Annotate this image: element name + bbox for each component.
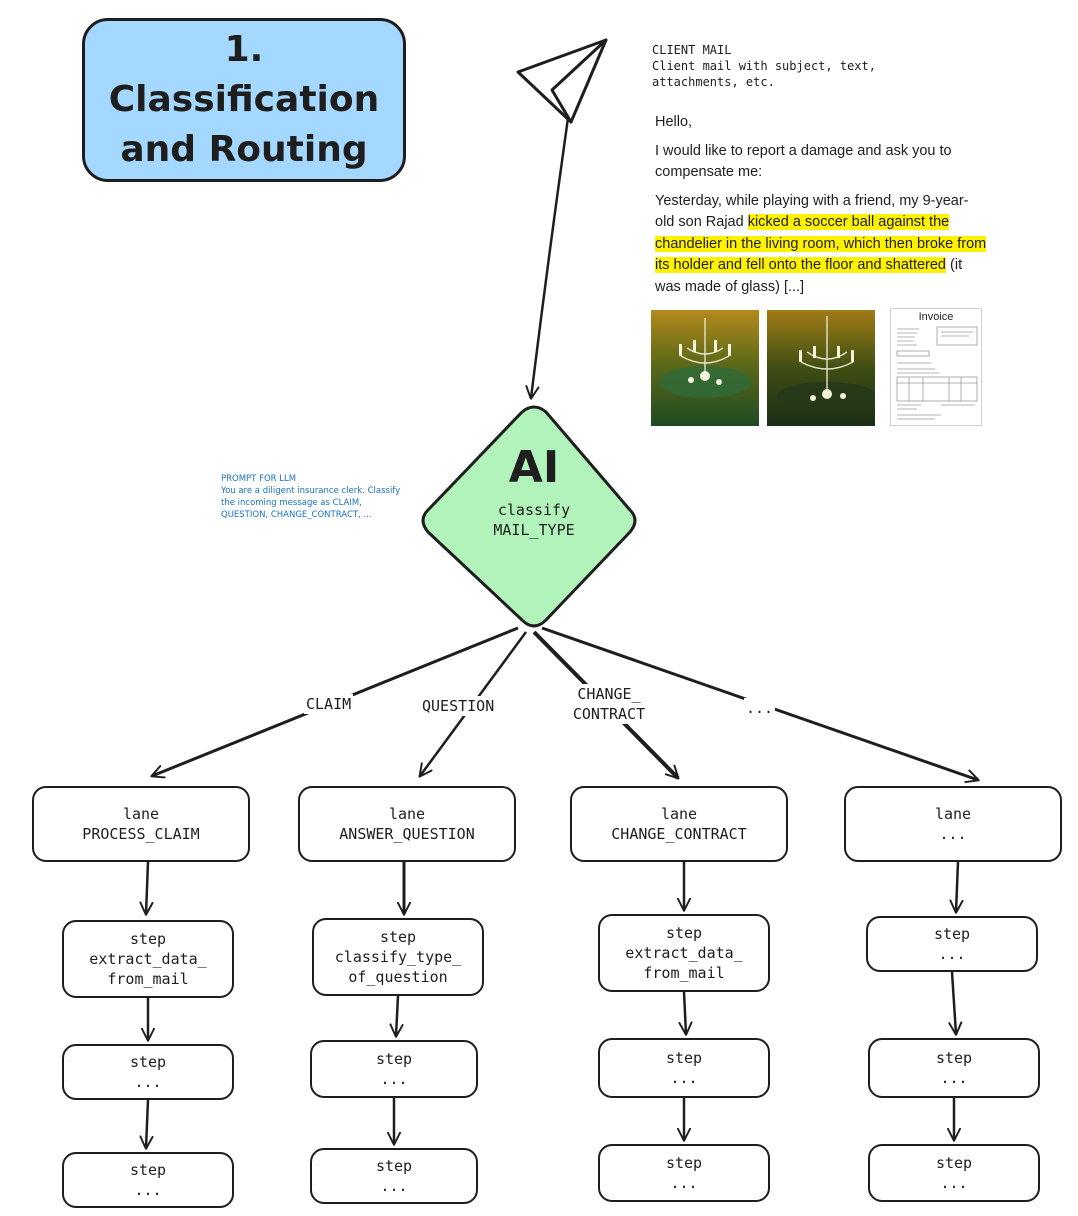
step-text: ...	[134, 1073, 162, 1091]
lane4-step-3: step ...	[868, 1144, 1040, 1202]
llm-prompt-title: PROMPT FOR LLM	[221, 474, 297, 484]
client-mail-body: Hello, I would like to report a damage a…	[655, 112, 987, 305]
step-text-line1: classify_type_	[334, 948, 462, 966]
step-text-line1: extract_data_	[89, 950, 207, 968]
client-mail-caption: CLIENT MAIL Client mail with subject, te…	[652, 42, 952, 90]
lane1-step-3: step ...	[62, 1152, 234, 1208]
lane-process-claim: lane PROCESS_CLAIM	[32, 786, 250, 862]
step-label: step	[375, 1157, 413, 1175]
lane1-step-1: step extract_data_ from_mail	[62, 920, 234, 998]
lane-label: lane	[934, 805, 972, 823]
llm-prompt-note: PROMPT FOR LLM You are a diligent insura…	[221, 473, 401, 521]
lane-answer-question: lane ANSWER_QUESTION	[298, 786, 516, 862]
step-label: step	[935, 1049, 973, 1067]
mail-highlighted-text: kicked a soccer ball against the chandel…	[655, 214, 987, 273]
lane2-step-1: step classify_type_ of_question	[312, 918, 484, 996]
lane-name: ...	[939, 825, 967, 843]
ai-classify-node: AI classify MAIL_TYPE	[418, 430, 650, 600]
lane1-step-2: step ...	[62, 1044, 234, 1100]
arrow-lane4-step2	[952, 971, 956, 1034]
step-label: step	[129, 1053, 167, 1071]
edge-label-change-line2: CONTRACT	[572, 705, 646, 723]
step-label: step	[379, 928, 417, 946]
client-mail-caption-title: CLIENT MAIL	[652, 43, 732, 57]
lane3-step-2: step ...	[598, 1038, 770, 1098]
step-label: step	[665, 1154, 703, 1172]
mail-to-ai-arrow	[531, 117, 570, 398]
edge-label-more: ...	[744, 698, 776, 718]
lane-label: lane	[122, 805, 160, 823]
step-label: step	[933, 925, 971, 943]
step-text-line1: extract_data_	[625, 944, 743, 962]
step-text-line2: of_question	[348, 968, 448, 986]
step-text-line2: from_mail	[643, 964, 725, 982]
step-text: ...	[134, 1181, 162, 1199]
lane4-step-1: step ...	[866, 916, 1038, 972]
step-text: ...	[670, 1069, 698, 1087]
mail-paragraph-2: Yesterday, while playing with a friend, …	[655, 191, 987, 299]
chandelier-photo-2	[767, 310, 875, 426]
arrow-lane4-step1	[956, 861, 958, 912]
mail-paragraph-1: I would like to report a damage and ask …	[655, 142, 952, 181]
step-label: step	[665, 1049, 703, 1067]
mail-paragraph-2-end: (it was made of glass) [...]	[655, 257, 963, 295]
edge-label-change-contract: CHANGE_ CONTRACT	[552, 684, 666, 724]
llm-prompt-text: You are a diligent insurance clerk. Clas…	[221, 486, 401, 520]
arrow-lane1-step1	[146, 861, 148, 914]
ai-diamond-shape	[421, 405, 637, 628]
edge-label-change-line1: CHANGE_	[577, 685, 641, 703]
step-text: ...	[938, 945, 966, 963]
lane-more: lane ...	[844, 786, 1062, 862]
invoice-attachment: Invoice	[890, 308, 982, 426]
title-line-1: 1. Classification	[108, 29, 380, 120]
arrow-lane3-step2	[684, 991, 686, 1034]
step-text: ...	[940, 1174, 968, 1192]
step-text-line2: from_mail	[107, 970, 189, 988]
edge-label-question: QUESTION	[420, 696, 497, 716]
chandelier-photo-1	[651, 310, 759, 426]
lane3-step-3: step ...	[598, 1144, 770, 1202]
paper-plane-icon	[516, 38, 608, 124]
step-label: step	[129, 930, 167, 948]
mail-greeting: Hello,	[655, 114, 693, 130]
lane-name: CHANGE_CONTRACT	[611, 825, 747, 843]
step-label: step	[129, 1161, 167, 1179]
ai-variable: MAIL_TYPE	[493, 521, 575, 539]
lane-name: PROCESS_CLAIM	[82, 825, 200, 843]
lane3-step-1: step extract_data_ from_mail	[598, 914, 770, 992]
diagram-title: 1. Classification and Routing	[82, 18, 406, 182]
arrow-lane1-step3	[146, 1099, 148, 1148]
ai-action: classify	[497, 501, 571, 519]
step-label: step	[935, 1154, 973, 1172]
invoice-lines	[896, 326, 978, 420]
step-label: step	[375, 1050, 413, 1068]
lane-label: lane	[388, 805, 426, 823]
client-mail-caption-text: Client mail with subject, text, attachme…	[652, 59, 876, 89]
mail-paragraph-2-start: Yesterday, while playing with a friend, …	[655, 192, 969, 231]
lane4-step-2: step ...	[868, 1038, 1040, 1098]
step-label: step	[665, 924, 703, 942]
step-text: ...	[380, 1177, 408, 1195]
lane2-step-3: step ...	[310, 1148, 478, 1204]
lane2-step-2: step ...	[310, 1040, 478, 1098]
title-line-2: and Routing	[120, 129, 368, 170]
ai-label: AI	[508, 442, 560, 493]
lane-name: ANSWER_QUESTION	[339, 825, 475, 843]
step-text: ...	[670, 1174, 698, 1192]
edge-label-claim: CLAIM	[304, 694, 354, 714]
lane-change-contract: lane CHANGE_CONTRACT	[570, 786, 788, 862]
step-text: ...	[380, 1070, 408, 1088]
step-text: ...	[940, 1069, 968, 1087]
invoice-title: Invoice	[918, 311, 954, 323]
arrow-lane2-step2	[396, 995, 398, 1036]
lane-label: lane	[660, 805, 698, 823]
